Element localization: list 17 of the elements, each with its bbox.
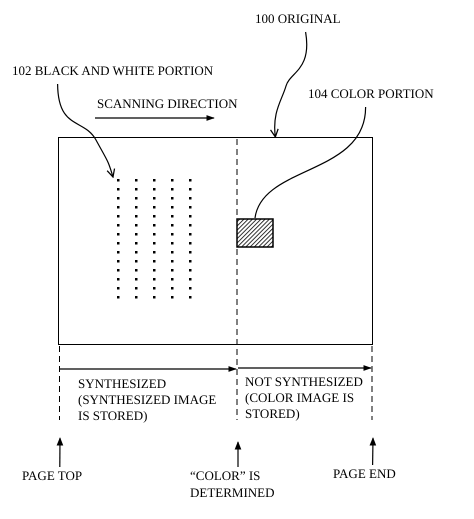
- annotation-text: SYNTHESIZED (SYNTHESIZED IMAGE IS STORED): [78, 376, 218, 424]
- leader-line: [254, 106, 366, 218]
- arrow: [370, 437, 376, 465]
- callout-label: 104 COLOR PORTION: [308, 85, 468, 107]
- callout-label: 102 BLACK AND WHITE PORTION: [12, 62, 252, 84]
- leader-line: [57, 84, 116, 178]
- annotation-text: SCANNING DIRECTION: [97, 96, 238, 112]
- callout-label: “COLOR” IS DETERMINED: [190, 467, 290, 507]
- annotation-text: NOT SYNTHESIZED (COLOR IMAGE IS STORED): [245, 374, 364, 422]
- hatched-color-block: [236, 218, 274, 248]
- original-page-rectangle: [58, 137, 373, 345]
- arrow: [234, 441, 242, 467]
- callout-label: 100 ORIGINAL: [255, 10, 370, 32]
- leader-line: [270, 32, 308, 138]
- callout-label: PAGE TOP: [22, 467, 112, 487]
- arrow: [56, 437, 64, 467]
- callout-label: PAGE END: [333, 465, 423, 485]
